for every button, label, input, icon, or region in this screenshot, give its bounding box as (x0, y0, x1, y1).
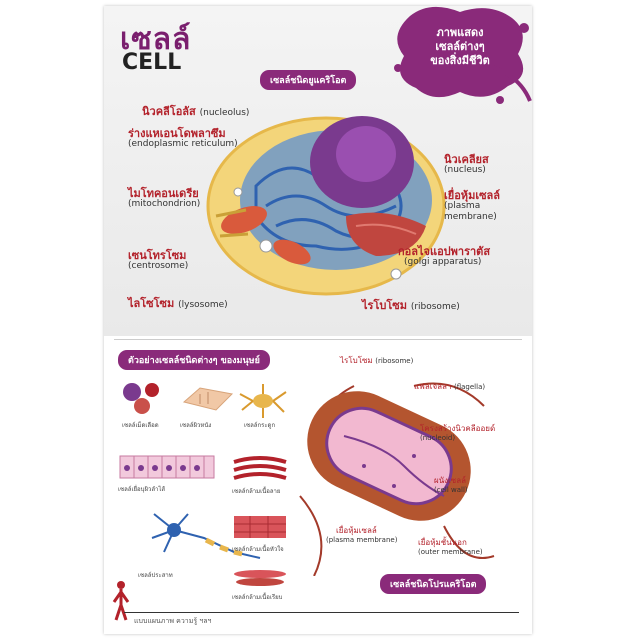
bacteria-illustration (299, 382, 495, 576)
smooth-muscle-icon (234, 570, 286, 586)
blood-cell-icon (123, 383, 159, 414)
label-nucleolus-thai: นิวคลีโอลัส (142, 105, 196, 118)
bact-ribosome-thai: ไรโบโซม (340, 356, 373, 365)
cardiac-muscle-icon (234, 516, 286, 538)
cell-caption: เซลล์กล้ามเนื้อหัวใจ (232, 546, 284, 553)
skeletal-muscle-icon (233, 456, 287, 480)
banner-line: เซลล์ต่างๆ (435, 40, 485, 53)
cell-caption: เซลล์ประสาท (138, 572, 173, 579)
label-membrane-thai: เยื่อหุ้มเซลล์ (444, 189, 501, 202)
label-nucleolus: นิวคลีโอลัส (nucleolus) (142, 102, 249, 120)
label-nucleus-thai: นิวเคลียส (444, 153, 489, 166)
bact-flagella-en: (flagella) (454, 383, 486, 391)
banner-text: ภาพแสดง เซลล์ต่างๆ ของสิ่งมีชีวิต (400, 26, 520, 68)
label-lysosome-en: (lysosome) (178, 300, 228, 310)
label-er-en: (endoplasmic reticulum) (128, 139, 238, 149)
bact-cellwall-thai: ผนังเซลล์ (434, 476, 467, 485)
cell-caption: เซลล์ผิวหนัง (180, 422, 212, 429)
cell-caption: เซลล์กล้ามเนื้อลาย (232, 488, 281, 495)
bact-nucleoid-en: (nucleoid) (420, 434, 456, 442)
cell-caption: เซลล์เยื่อบุผิวลำไส้ (118, 486, 166, 493)
label-lysosome-thai: ไลโซโซม (128, 297, 175, 310)
nerve-cell-icon (151, 513, 261, 559)
label-er-thai: ร่างแหเอนโดพลาซึม (128, 127, 226, 140)
label-golgi-en: (golgi apparatus) (404, 257, 482, 267)
intestine-cell-icon (119, 455, 215, 479)
cell-caption: เซลล์เม็ดเลือด (122, 422, 159, 429)
bact-outer-thai: เยื่อหุ้มชั้นนอก (418, 538, 467, 547)
bact-cellwall-en: (cell wall) (434, 486, 468, 494)
animal-cell-illustration (206, 116, 446, 296)
bact-plasma-en: (plasma membrane) (326, 536, 398, 544)
label-nucleolus-en: (nucleolus) (199, 108, 250, 118)
cell-caption: เซลล์กล้ามเนื้อเรียบ (232, 594, 283, 601)
bact-ribosome-en: (ribosome) (375, 357, 414, 365)
cell-caption: เซลล์กระดูก (244, 422, 276, 429)
label-centrosome-en: (centrosome) (128, 261, 189, 271)
title-english: CELL (122, 50, 182, 75)
banner-line: ภาพแสดง (436, 26, 484, 39)
bact-plasma-thai: เยื่อหุ้มเซลล์ (336, 526, 377, 535)
section-divider (114, 339, 522, 340)
label-ribosome: ไรโบโซม (ribosome) (362, 296, 460, 314)
label-nucleus-en: (nucleus) (444, 165, 486, 175)
label-lysosome: ไลโซโซม (lysosome) (128, 294, 228, 312)
prokaryote-tag: เซลล์ชนิดโปรแคริโอต (380, 574, 487, 594)
human-cells-tag: ตัวอย่างเซลล์ชนิดต่างๆ ของมนุษย์ (118, 350, 270, 370)
bact-label-ribosome: ไรโบโซม (ribosome) (340, 354, 413, 367)
bact-outer-en: (outer membrane) (418, 548, 483, 556)
label-ribosome-thai: ไรโบโซม (362, 299, 407, 312)
label-mito-thai: ไมโทคอนเดรีย (128, 187, 199, 200)
eukaryote-tag: เซลล์ชนิดยูแคริโอต (260, 70, 357, 90)
poster: เซลล์ CELL ภาพแสดง เซลล์ต่างๆ ของสิ่งมีช… (104, 6, 532, 634)
human-figure-icon (112, 581, 130, 621)
title-thai: เซลล์ (120, 22, 192, 57)
footer-text: แบบแผนภาพ ความรู้ ฯลฯ (134, 617, 212, 625)
bone-cell-icon (239, 384, 287, 418)
label-golgi-thai: กอลไจแอปพาราตัส (398, 245, 491, 258)
bact-label-flagella: แฟลเจลลา (flagella) (414, 380, 485, 393)
banner-line: ของสิ่งมีชีวิต (430, 54, 490, 67)
banner-splat-icon (394, 6, 532, 104)
label-mito-en: (mitochondrion) (128, 199, 201, 209)
bact-nucleoid-thai: โครงสร้างนิวคลีออยด์ (420, 424, 496, 433)
footer-line (124, 612, 519, 613)
label-centrosome-thai: เซนโทรโซม (128, 249, 187, 262)
label-membrane-en: (plasma membrane) (444, 201, 497, 222)
bact-flagella-thai: แฟลเจลลา (414, 382, 452, 391)
skin-cell-icon (182, 387, 234, 411)
label-ribosome-en: (ribosome) (410, 302, 460, 312)
